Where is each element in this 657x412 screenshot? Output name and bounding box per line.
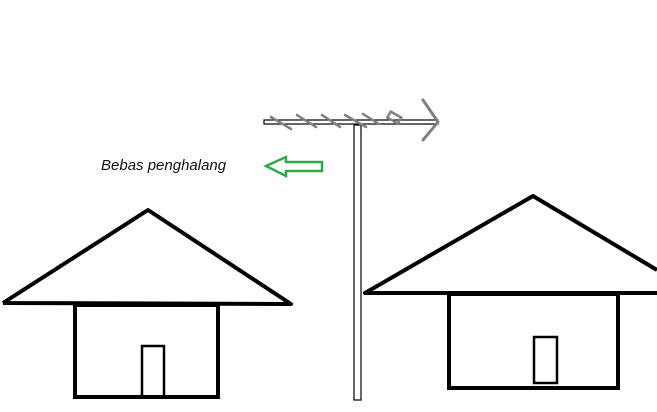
left-house-roof xyxy=(1,208,293,306)
antenna-boom xyxy=(263,119,439,125)
left-house-body xyxy=(73,303,220,399)
left-house xyxy=(1,208,293,399)
antenna-mast xyxy=(353,124,362,401)
right-house xyxy=(363,194,657,390)
annotation-label: Bebas penghalang xyxy=(101,157,227,174)
antenna-elements xyxy=(269,98,440,142)
left-arrow-icon xyxy=(263,155,324,179)
right-house-roof xyxy=(363,194,657,295)
right-house-door xyxy=(532,335,559,385)
left-house-door xyxy=(140,344,166,399)
tv-antenna xyxy=(263,98,440,401)
right-house-body xyxy=(447,292,620,390)
